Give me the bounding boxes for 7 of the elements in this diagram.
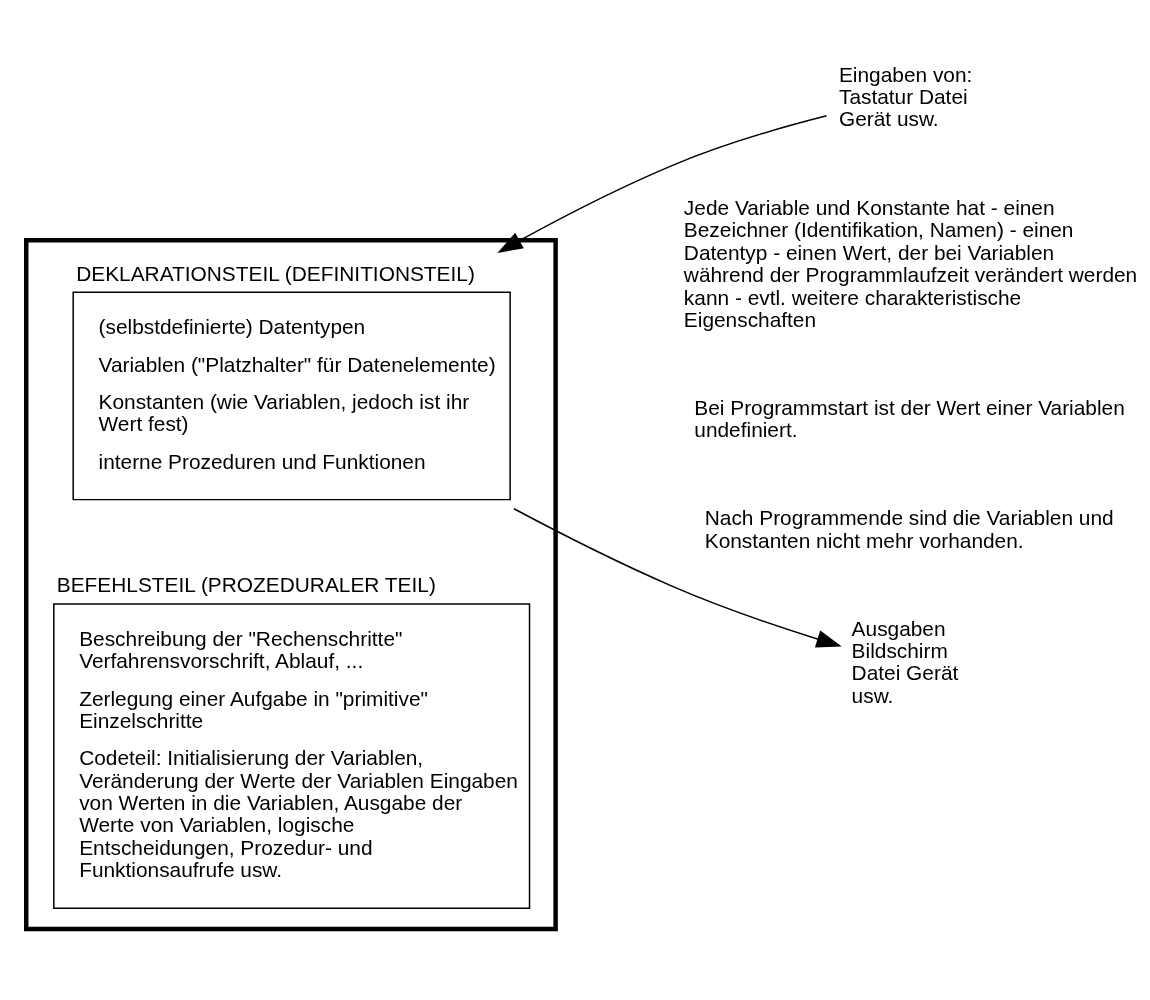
label: Bei Programmstart ist der Wert einer Variablen undefiniert. — [694, 395, 1125, 442]
node-label: BEFEHLSTEIL (PROZEDURALER TEIL) — [56, 573, 436, 597]
label: Nach Programmende sind die Variablen und Konstanten nicht mehr vorhanden. — [704, 506, 1114, 552]
node-text: Eingaben von: Tastatur Datei Gerät usw. — [838, 62, 973, 131]
label: Jede Variable und Konstante hat - einen Bezeichner (Identifikation, Namen) - einen Datentyp - einen Wert, der bei Variablen während der Programmlaufzeit verändert werden kann - evtl. weitere charakteristische Eigenschaften — [683, 196, 1138, 331]
node-text: Ausgaben Bildschirm Datei Gerät usw. — [851, 616, 959, 707]
node-label: DEKLARATIONSTEIL (DEFINITIONSTEIL) — [76, 261, 475, 285]
